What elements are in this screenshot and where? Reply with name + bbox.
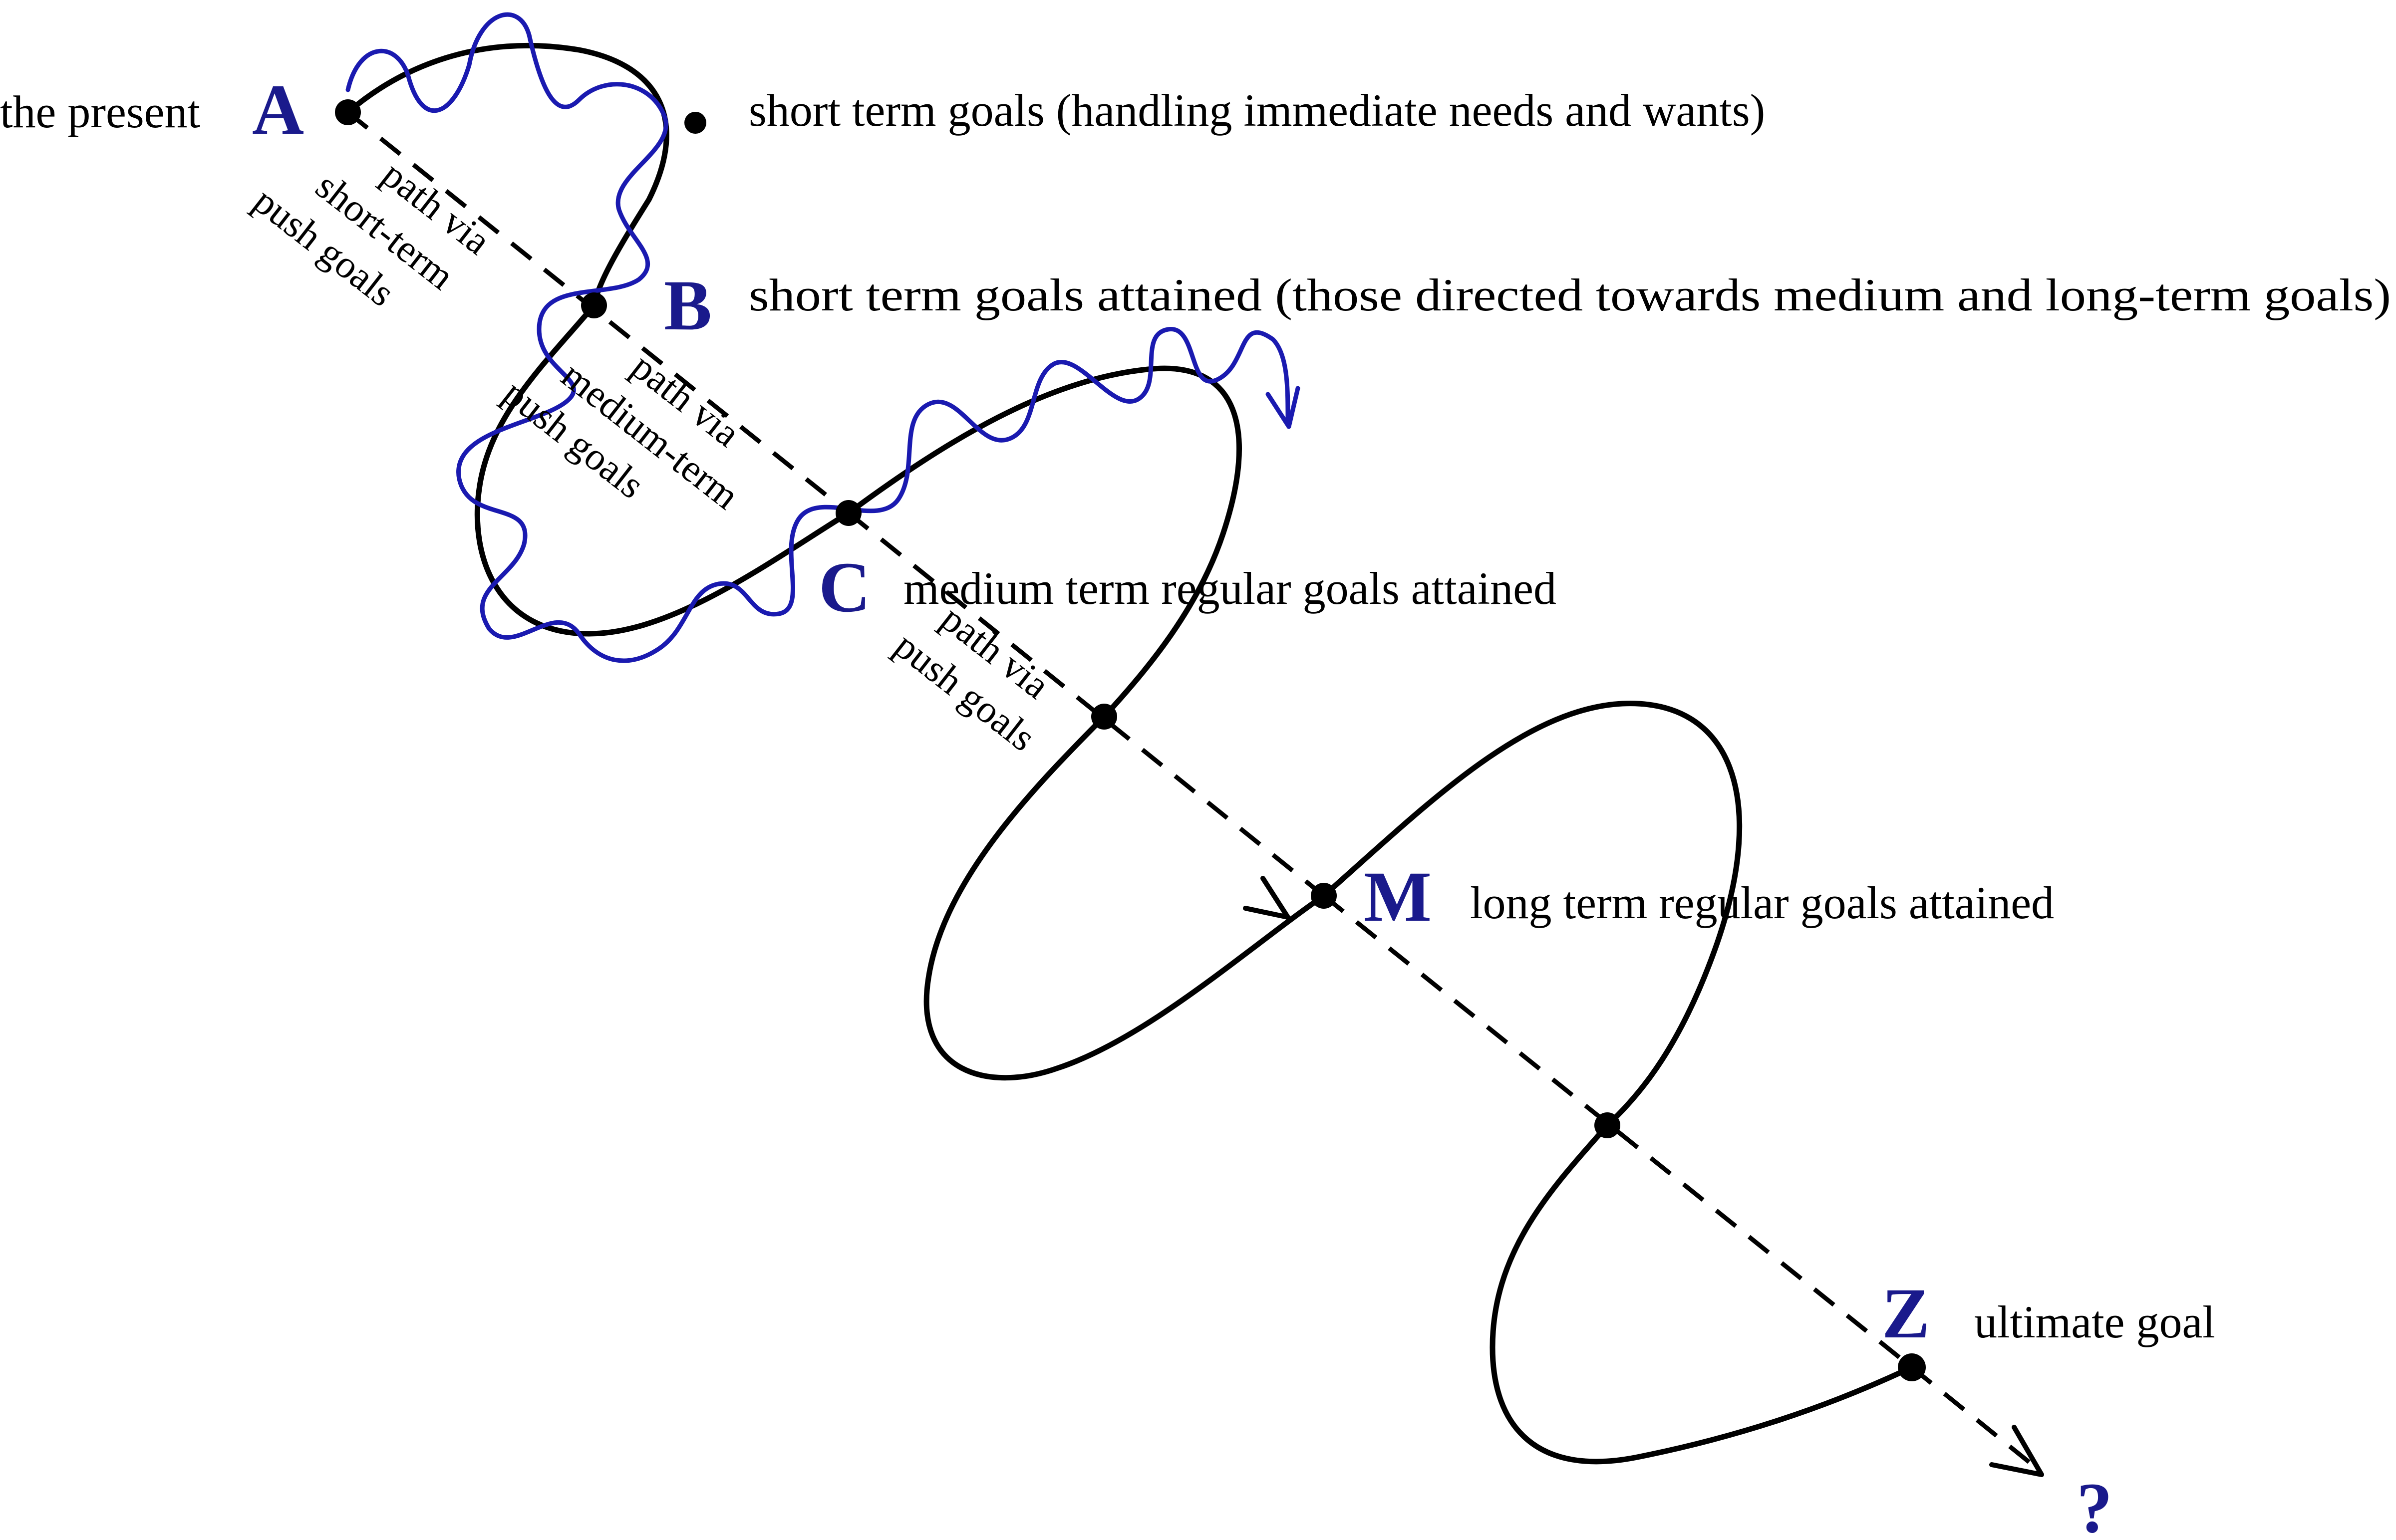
loop-node-z bbox=[1490, 1122, 1915, 1465]
loop-m-node bbox=[1321, 701, 1743, 1128]
node-lower bbox=[1594, 1112, 1620, 1138]
arrowhead-icon bbox=[1243, 876, 2044, 1477]
medium-term-attained-desc: medium term regular goals attained bbox=[903, 563, 1556, 614]
point-a-letter: A bbox=[252, 70, 304, 150]
dashed-path bbox=[346, 110, 2043, 1474]
short-term-attained-desc: short term goals attained (those directe… bbox=[749, 269, 2391, 320]
node-b bbox=[581, 292, 607, 318]
node-z bbox=[1898, 1353, 1926, 1381]
wavy-a-b bbox=[345, 12, 1290, 663]
loop-curves bbox=[345, 42, 1915, 1465]
nodes bbox=[335, 99, 1926, 1381]
loop-m-lower bbox=[923, 714, 1327, 1081]
ultimate-goal-desc: ultimate goal bbox=[1974, 1296, 2215, 1347]
node-mid-cm bbox=[1091, 704, 1117, 730]
dashed-c-to-m bbox=[847, 511, 1325, 898]
dashed-z-to-q bbox=[1910, 1365, 2043, 1474]
arrowhead-icon-q bbox=[1989, 1425, 2044, 1477]
question-mark: ? bbox=[2077, 1469, 2112, 1540]
node-short-term-end bbox=[684, 112, 706, 134]
arrowhead-icon-m bbox=[1243, 876, 1290, 920]
point-z-letter: Z bbox=[1882, 1274, 1930, 1353]
long-term-attained-desc: long term regular goals attained bbox=[1470, 877, 2054, 928]
arrowhead-icon-wavy bbox=[1265, 386, 1300, 429]
node-a bbox=[335, 99, 361, 125]
dashed-a-to-c bbox=[346, 110, 850, 515]
point-c-letter: C bbox=[819, 548, 871, 627]
loop-c-m bbox=[846, 365, 1242, 720]
short-term-goals-desc: short term goals (handling immediate nee… bbox=[749, 85, 1765, 136]
node-c bbox=[836, 500, 862, 526]
the-present-label: the present bbox=[0, 86, 201, 137]
point-m-letter: M bbox=[1364, 857, 1432, 937]
loop-a-b bbox=[345, 42, 669, 308]
wavy-path bbox=[345, 12, 1290, 663]
point-b-letter: B bbox=[664, 266, 712, 345]
node-m bbox=[1311, 883, 1337, 909]
